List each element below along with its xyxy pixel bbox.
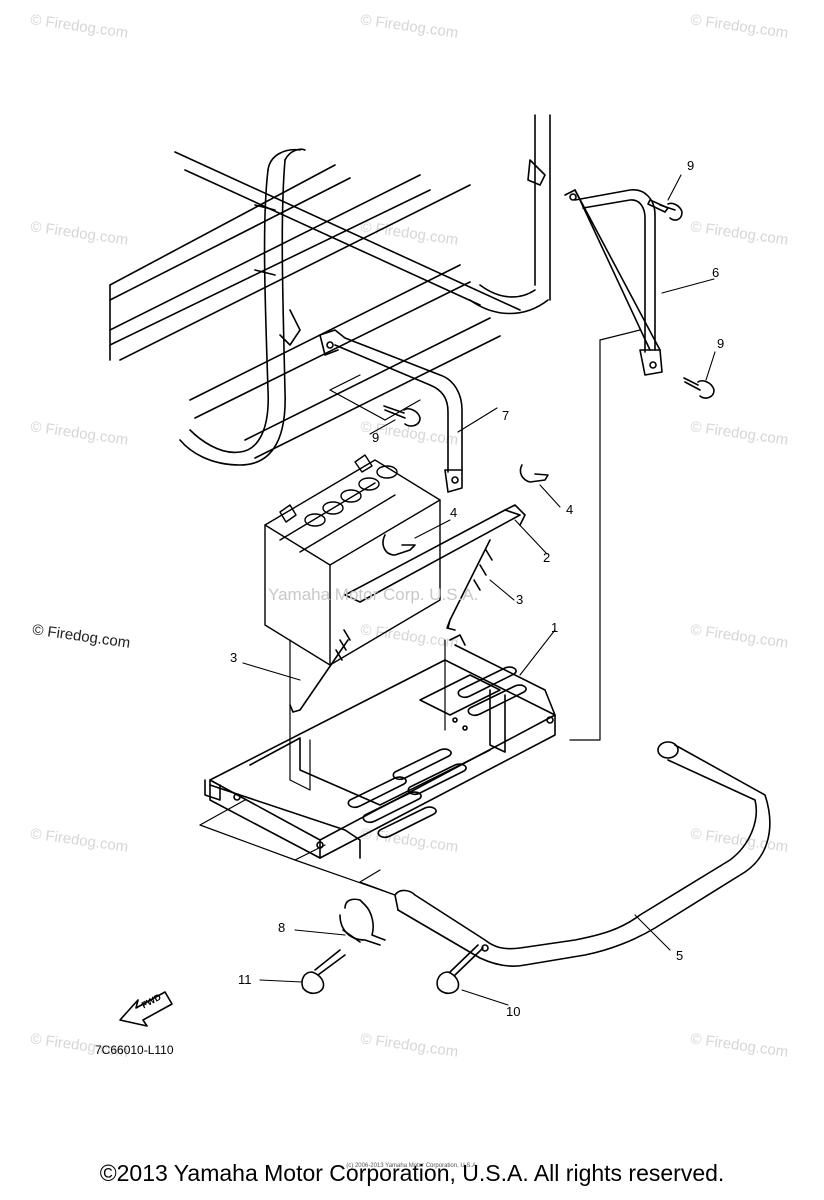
callout-7: 7 xyxy=(502,408,510,423)
tiny-notice: (c) 2006-2013 Yamaha Motor Corporation, … xyxy=(346,1163,478,1169)
callout-4: 4 xyxy=(566,502,574,517)
stay-7 xyxy=(319,329,463,493)
battery-band-2 xyxy=(344,504,526,603)
cargo-rack xyxy=(109,114,551,466)
rod-3 xyxy=(289,539,493,713)
callout-9: 9 xyxy=(372,430,380,445)
bumper-5 xyxy=(394,741,771,967)
callout-2: 2 xyxy=(543,550,551,565)
center-watermark: Yamaha Motor Corp. U.S.A. xyxy=(268,585,479,604)
callout-11: 11 xyxy=(238,972,252,987)
callout-6: 6 xyxy=(712,265,720,280)
callout-9: 9 xyxy=(717,336,725,351)
callout-3: 3 xyxy=(516,592,524,607)
callout-1: 1 xyxy=(551,620,559,635)
battery-box-1 xyxy=(204,634,556,859)
diagram-code: 7C66010-L110 xyxy=(95,1043,174,1057)
callout-5: 5 xyxy=(676,948,684,963)
callout-4: 4 xyxy=(450,505,458,520)
stay-6 xyxy=(564,189,663,376)
battery xyxy=(264,454,441,666)
holder-4 xyxy=(382,464,549,556)
callout-3: 3 xyxy=(230,650,238,665)
fwd-arrow-icon xyxy=(119,991,173,1027)
reference-lines xyxy=(199,329,641,896)
copyright-notice: ©2013 Yamaha Motor Corporation, U.S.A. A… xyxy=(99,1160,725,1186)
callout-10: 10 xyxy=(506,1004,521,1019)
leader-lines xyxy=(242,174,716,1006)
clamp-8 xyxy=(339,898,386,946)
bolts xyxy=(301,199,715,995)
callout-8: 8 xyxy=(278,920,286,935)
callout-9: 9 xyxy=(687,158,695,173)
